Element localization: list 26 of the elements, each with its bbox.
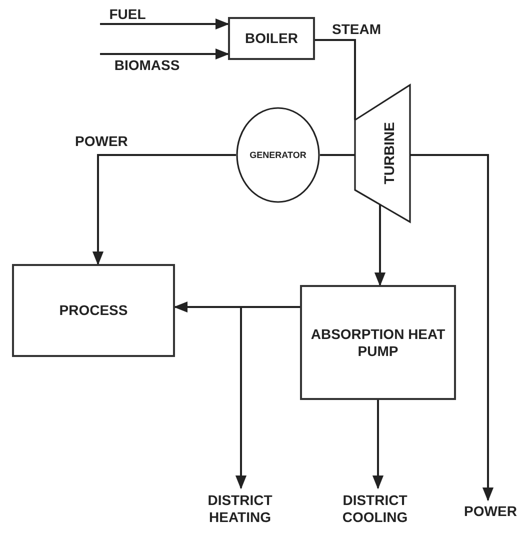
node-label: ABSORPTION HEAT PUMP (310, 326, 446, 360)
arrow (100, 48, 230, 60)
node-label: TURBINE (381, 122, 398, 185)
node-label: GENERATOR (250, 150, 306, 160)
heat-pump-box (300, 285, 456, 400)
arrow (410, 154, 494, 502)
node-label: BOILER (245, 30, 298, 47)
arrow (92, 154, 236, 266)
edge-label: STEAM (330, 21, 383, 37)
turbine-trapezoid (355, 85, 410, 222)
arrow (100, 18, 230, 30)
arrow (235, 306, 300, 490)
arrow (372, 400, 384, 490)
node-label: POWER (464, 502, 517, 520)
node-label: DISTRICT COOLING (341, 492, 409, 526)
process-box (12, 264, 175, 357)
edge-label: POWER (73, 133, 130, 149)
generator-circle (236, 107, 320, 203)
connector-line (315, 39, 356, 120)
node-label: PROCESS (59, 302, 128, 319)
arrow (374, 205, 386, 286)
node-label: DISTRICT HEATING (206, 492, 274, 526)
node-label: FUEL (109, 6, 146, 23)
connector-line (320, 154, 355, 156)
node-label: BIOMASS (114, 57, 180, 74)
boiler-box (228, 17, 315, 60)
